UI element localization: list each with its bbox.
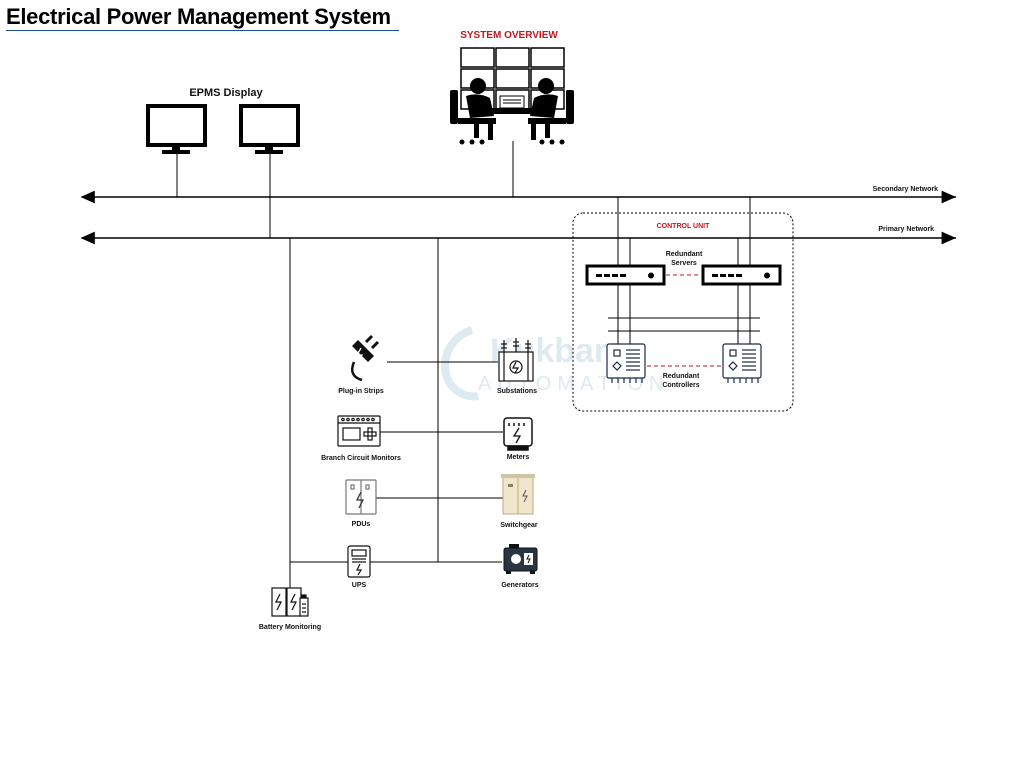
- generator-icon: [503, 544, 538, 574]
- redundant-controllers-label-1: Redundant: [663, 373, 700, 380]
- server-icon: [701, 264, 782, 286]
- ups-icon: [347, 545, 371, 578]
- pdu-icon: [345, 479, 377, 515]
- branch-circuit-monitor-icon: [337, 415, 381, 447]
- battery-monitoring-icon: [271, 587, 309, 617]
- controller-icon: [606, 343, 646, 383]
- substations-label: Substations: [497, 388, 537, 395]
- redundant-servers-label-1: Redundant: [666, 251, 703, 258]
- page-title: Electrical Power Management System: [6, 4, 399, 31]
- generators-label: Generators: [501, 582, 538, 589]
- switchgear-label: Switchgear: [500, 522, 538, 529]
- monitor-icon: [146, 104, 207, 154]
- switchgear-icon: [501, 474, 535, 515]
- epms-display-label: EPMS Display: [189, 87, 263, 99]
- meter-icon: [503, 417, 533, 451]
- system-overview-label: SYSTEM OVERVIEW: [460, 30, 558, 41]
- control-unit-label: CONTROL UNIT: [657, 223, 710, 230]
- device-links: [290, 361, 505, 563]
- network-drops: [176, 141, 514, 588]
- control-unit-wiring: [608, 197, 760, 344]
- operators-desk-icon: [450, 78, 574, 145]
- plugin-strips-label: Plug-in Strips: [338, 388, 384, 395]
- battery-monitoring-label: Battery Monitoring: [259, 624, 321, 631]
- monitor-icon: [239, 104, 300, 154]
- primary-network-label: Primary Network: [878, 226, 934, 233]
- server-icon: [585, 264, 666, 286]
- watermark-swoosh-icon: [441, 326, 479, 401]
- branch-circuit-monitors-label: Branch Circuit Monitors: [321, 455, 401, 462]
- redundant-servers-label-2: Servers: [671, 260, 697, 267]
- ups-label: UPS: [352, 582, 367, 589]
- meters-label: Meters: [507, 454, 530, 461]
- substation-icon: [498, 338, 534, 382]
- pdus-label: PDUs: [352, 521, 371, 528]
- plug-icon: [351, 334, 380, 382]
- secondary-network-label: Secondary Network: [873, 186, 938, 193]
- control-unit-box: [572, 212, 794, 412]
- redundant-controllers-label-2: Controllers: [662, 382, 699, 389]
- controller-icon: [722, 343, 762, 383]
